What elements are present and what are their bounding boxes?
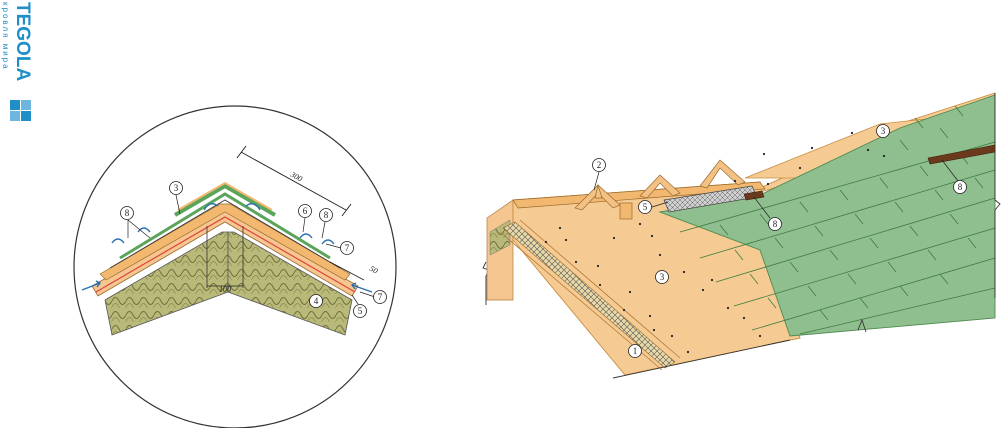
svg-text:5: 5 — [358, 306, 363, 316]
callout-8-detail-left — [120, 206, 134, 220]
nail-dots — [544, 131, 886, 354]
logo-mark-icon — [10, 100, 31, 121]
dim-label-100: 100 — [219, 285, 231, 294]
membrane-layer — [95, 216, 356, 293]
callout-2-roof — [592, 158, 606, 172]
battens — [99, 203, 351, 281]
callout-1-roof — [628, 344, 642, 358]
logo-tagline: кровля мира — [1, 2, 10, 71]
svg-text:4: 4 — [314, 296, 319, 306]
callout-3-roof-lower — [655, 270, 669, 284]
ridge-shingle — [173, 183, 277, 217]
svg-text:2: 2 — [597, 160, 602, 170]
callout-3-roof-upper — [876, 124, 890, 138]
svg-text:8: 8 — [958, 182, 963, 192]
dim-line-300 — [240, 151, 347, 211]
callout-4-detail — [309, 294, 323, 308]
callout-5-roof — [638, 200, 652, 214]
svg-text:8: 8 — [125, 208, 130, 218]
brown-strip-left — [743, 190, 765, 201]
svg-text:3: 3 — [660, 272, 665, 282]
callout-7-detail-upper — [340, 241, 354, 255]
svg-text:3: 3 — [174, 183, 179, 193]
callout-8-detail-right — [319, 208, 333, 222]
svg-text:6: 6 — [303, 206, 308, 216]
brown-strip-right — [927, 144, 996, 165]
callout-8-roof-right — [953, 180, 967, 194]
svg-text:7: 7 — [345, 243, 350, 253]
airflow-arrows — [81, 203, 373, 293]
eave-mesh — [502, 221, 676, 369]
roof-isometric: 2 5 8 3 3 8 1 — [482, 92, 1001, 379]
svg-text:7: 7 — [378, 292, 383, 302]
ridge-detail: 300 50 100 3 8 6 8 7 7 — [73, 105, 397, 428]
svg-text:8: 8 — [773, 219, 778, 229]
callout-5-detail — [353, 304, 367, 318]
tegola-logo: TEGOLA кровля мира — [0, 0, 34, 130]
ridge-board — [177, 181, 273, 211]
logo-brand-text: TEGOLA — [12, 2, 33, 82]
svg-text:1: 1 — [633, 346, 638, 356]
callout-7-detail-lower — [373, 290, 387, 304]
dim-label-50: 50 — [368, 264, 379, 276]
svg-text:5: 5 — [643, 202, 648, 212]
callout-6-detail — [298, 204, 312, 218]
vent-gap-line — [109, 199, 341, 269]
trusses — [574, 159, 746, 220]
svg-text:8: 8 — [324, 210, 329, 220]
callout-8-roof-center — [768, 217, 782, 231]
shingle-layer — [119, 192, 331, 260]
shingle-field — [658, 94, 996, 337]
svg-text:3: 3 — [881, 126, 886, 136]
dim-line-50 — [329, 261, 365, 281]
callout-3-detail — [169, 181, 183, 195]
roof-callouts: 2 5 8 3 3 8 1 — [592, 124, 967, 358]
insulation-right — [227, 231, 353, 336]
detail-callouts: 3 8 6 8 7 7 5 4 — [120, 181, 387, 318]
ridge-beam — [512, 181, 766, 209]
